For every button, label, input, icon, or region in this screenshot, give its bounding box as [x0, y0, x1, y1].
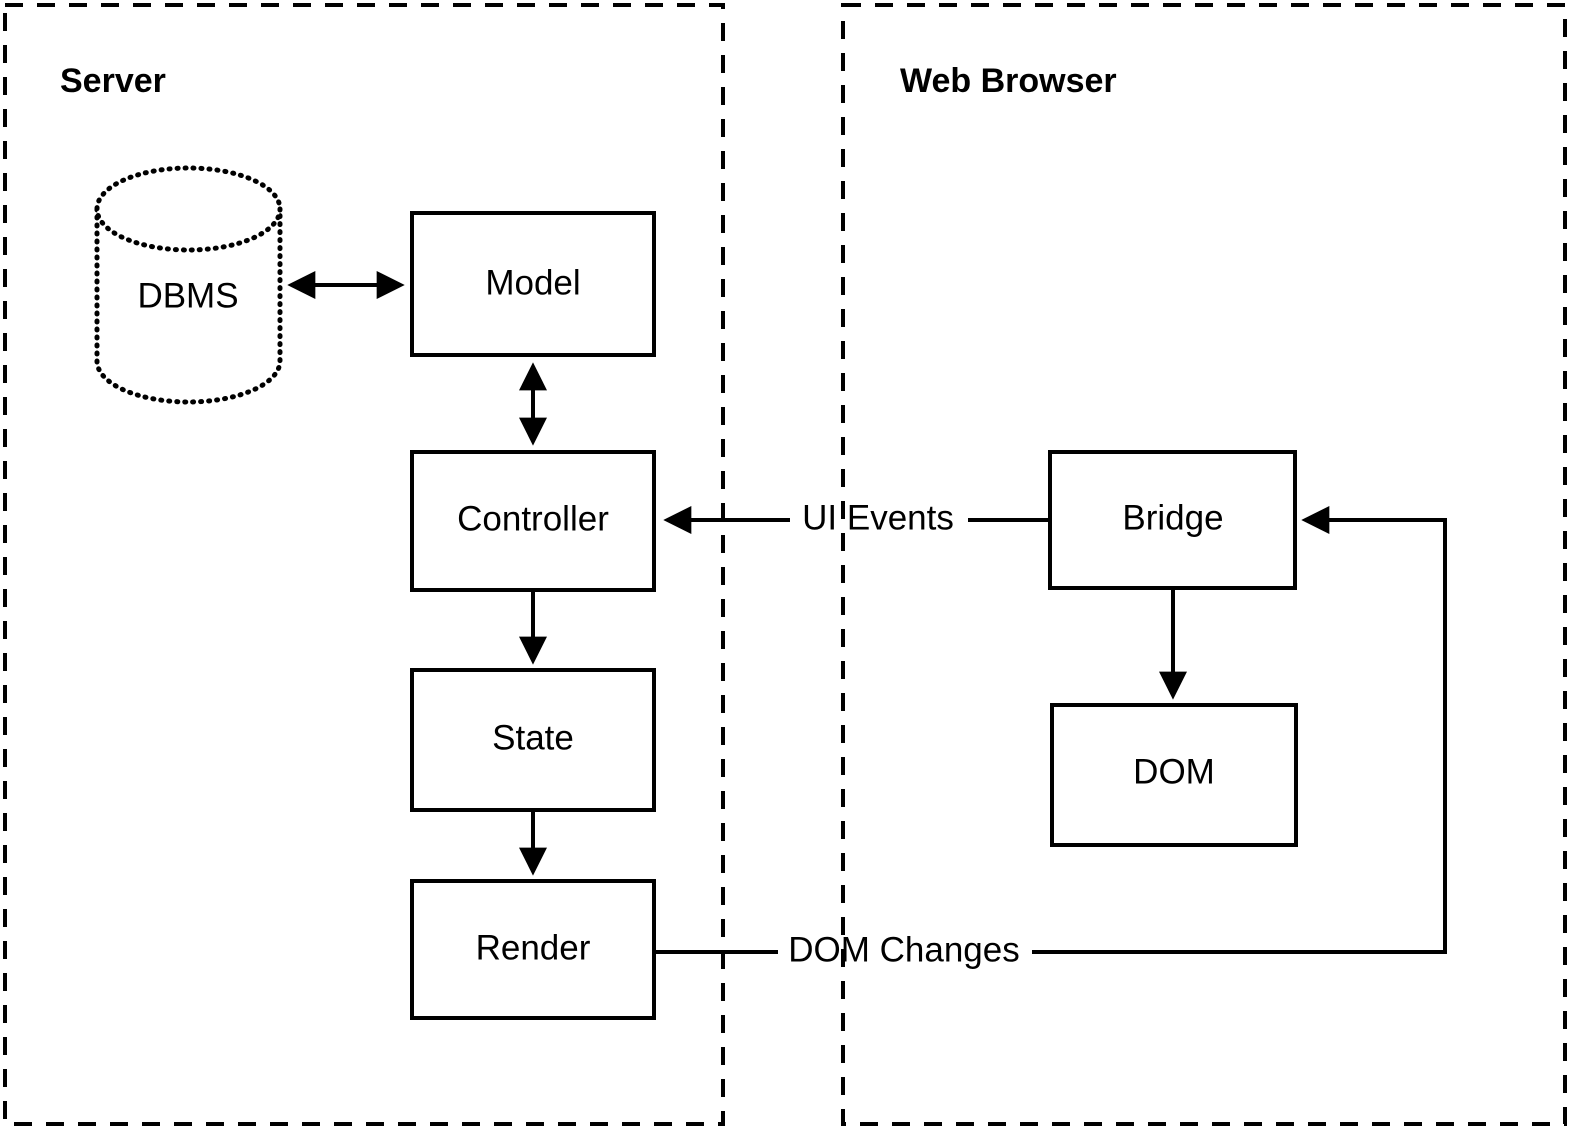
node-state-label: State [492, 718, 574, 757]
node-bridge-label: Bridge [1122, 498, 1223, 537]
node-model[interactable]: Model [410, 211, 656, 357]
zone-server: Server [3, 3, 725, 1126]
edge-dom-changes-routed-path [1032, 506, 1447, 954]
node-controller-label: Controller [457, 499, 609, 538]
node-controller[interactable]: Controller [410, 450, 656, 592]
node-dom-box [1050, 703, 1298, 847]
zone-web-browser-title: Web Browser [900, 62, 1117, 100]
edge-render-bridge: DOM Changes [654, 506, 1447, 969]
node-bridge[interactable]: Bridge [1048, 450, 1297, 590]
node-dbms-label: DBMS [137, 276, 238, 315]
dbms-cylinder-body [94, 206, 283, 405]
node-model-box [410, 211, 656, 357]
node-render[interactable]: Render [410, 879, 656, 1020]
zone-server-title: Server [60, 62, 166, 100]
node-state-box [410, 668, 656, 812]
node-bridge-box [1048, 450, 1297, 590]
node-render-label: Render [476, 928, 591, 967]
node-dbms[interactable]: DBMS [94, 165, 283, 405]
node-dom-label: DOM [1133, 752, 1215, 791]
node-render-box [410, 879, 656, 1020]
edge-bridge-controller: UI Events [663, 498, 1050, 537]
node-model-label: Model [485, 263, 580, 302]
dbms-cylinder-top [94, 165, 283, 253]
node-controller-box [410, 450, 656, 592]
zone-web-browser: Web Browser [841, 3, 1567, 1126]
zone-web-browser-boundary [841, 3, 1567, 1126]
node-state[interactable]: State [410, 668, 656, 812]
edge-label-dom-changes: DOM Changes [788, 930, 1019, 969]
node-dom[interactable]: DOM [1050, 703, 1298, 847]
zone-server-boundary [3, 3, 725, 1126]
edge-label-ui-events: UI Events [802, 498, 954, 537]
